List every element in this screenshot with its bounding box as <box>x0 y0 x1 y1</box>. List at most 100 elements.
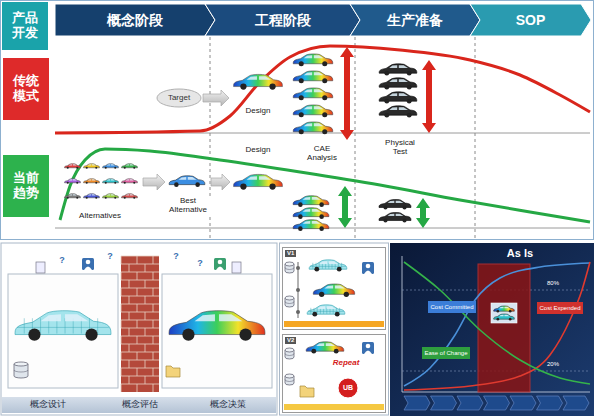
car-body <box>169 176 205 185</box>
car-wheel <box>322 95 327 100</box>
brick-joint <box>121 280 159 281</box>
person-icon <box>214 258 226 270</box>
brick-joint <box>153 304 154 312</box>
car-body <box>293 105 332 115</box>
brick-joint <box>129 296 130 304</box>
car-body <box>379 64 417 73</box>
axis <box>402 256 403 392</box>
person-icon <box>362 342 374 354</box>
car-wheel <box>76 167 78 169</box>
brick-joint <box>137 272 138 280</box>
car-wheel <box>298 202 303 207</box>
phase-label: 概念评估 <box>121 399 159 409</box>
figure-caption: Best Alternative <box>163 196 213 214</box>
database-top <box>14 362 28 366</box>
car-wheel <box>383 218 387 222</box>
car-wheel <box>124 197 126 199</box>
question-mark: ? <box>196 258 204 268</box>
car-figure <box>293 54 332 66</box>
car-figure <box>122 164 138 169</box>
car-window <box>126 179 134 180</box>
car-wheel <box>86 197 88 199</box>
mesh-line <box>312 263 313 269</box>
car-wheel <box>269 183 275 189</box>
car-wheel <box>509 310 512 313</box>
phase-bar <box>2 397 276 413</box>
car-body <box>313 284 354 294</box>
double-arrow <box>422 60 436 133</box>
car-window <box>107 194 115 195</box>
car-window <box>304 89 324 92</box>
person-head <box>218 260 223 265</box>
car-wheel <box>114 182 116 184</box>
car-wheel <box>311 349 316 354</box>
series-box: Cost Expended <box>537 302 583 314</box>
car-figure <box>84 164 100 169</box>
brick-joint <box>121 320 122 328</box>
brick-joint <box>153 368 154 376</box>
car-body <box>169 311 265 335</box>
car-wheel <box>312 312 317 317</box>
phase-chevron: 概念阶段 <box>55 4 215 36</box>
brick-joint <box>121 304 122 312</box>
car-wheel <box>105 182 107 184</box>
folder-icon <box>300 386 314 397</box>
car-window <box>247 176 271 180</box>
car-wheel <box>240 183 246 189</box>
car-window <box>69 179 77 180</box>
mesh-line <box>308 311 344 312</box>
mesh-line <box>341 263 342 269</box>
car-window <box>316 343 335 346</box>
person-icon <box>82 258 94 270</box>
brick-joint <box>121 344 159 345</box>
brick-joint <box>153 288 154 296</box>
car-wheel <box>86 167 88 169</box>
node-text: 当前趋势 <box>12 171 40 201</box>
brick-joint <box>145 360 146 368</box>
person-body <box>364 271 372 275</box>
car-figure <box>234 74 283 89</box>
node-text: Cost Committed <box>430 304 473 311</box>
node-text: Target <box>168 93 190 102</box>
brick-joint <box>121 296 159 297</box>
car-wheel <box>133 182 135 184</box>
car-window <box>126 194 134 195</box>
figure-caption: Design <box>245 106 272 115</box>
top-panel-frame <box>1 1 594 240</box>
car-body <box>65 179 81 183</box>
question-mark: ? <box>172 251 180 261</box>
car-body <box>379 200 411 208</box>
car-figure <box>169 176 205 187</box>
brick-joint <box>129 376 130 384</box>
car-figure <box>103 164 119 169</box>
car-window <box>499 315 509 317</box>
car-window <box>179 177 197 180</box>
node-text: 概念阶段 <box>107 12 163 28</box>
car-wheel <box>314 267 319 272</box>
car-wheel <box>239 328 251 340</box>
car-window <box>304 72 324 75</box>
car-window <box>304 55 324 58</box>
brick-joint <box>153 384 154 392</box>
car-body <box>494 314 515 319</box>
car-wheel <box>28 328 40 340</box>
car-figure <box>122 194 138 199</box>
figure-caption: Physical Test <box>379 138 421 156</box>
car-wheel <box>67 167 69 169</box>
mesh-line <box>310 266 346 267</box>
car-window <box>107 164 115 165</box>
phase-chevron: SOP <box>470 4 591 36</box>
brick-joint <box>121 328 159 329</box>
car-window <box>319 261 338 264</box>
stamp-circle: UB <box>337 377 359 399</box>
node-text: Cost Expended <box>539 305 580 312</box>
progress-bar <box>284 321 384 327</box>
phase-chevron <box>457 396 483 410</box>
car-figure <box>65 194 81 199</box>
person-icon <box>362 262 374 274</box>
view-frame <box>162 274 272 388</box>
car-figure <box>293 208 329 219</box>
database-ring <box>14 370 28 372</box>
car-body <box>234 174 283 186</box>
